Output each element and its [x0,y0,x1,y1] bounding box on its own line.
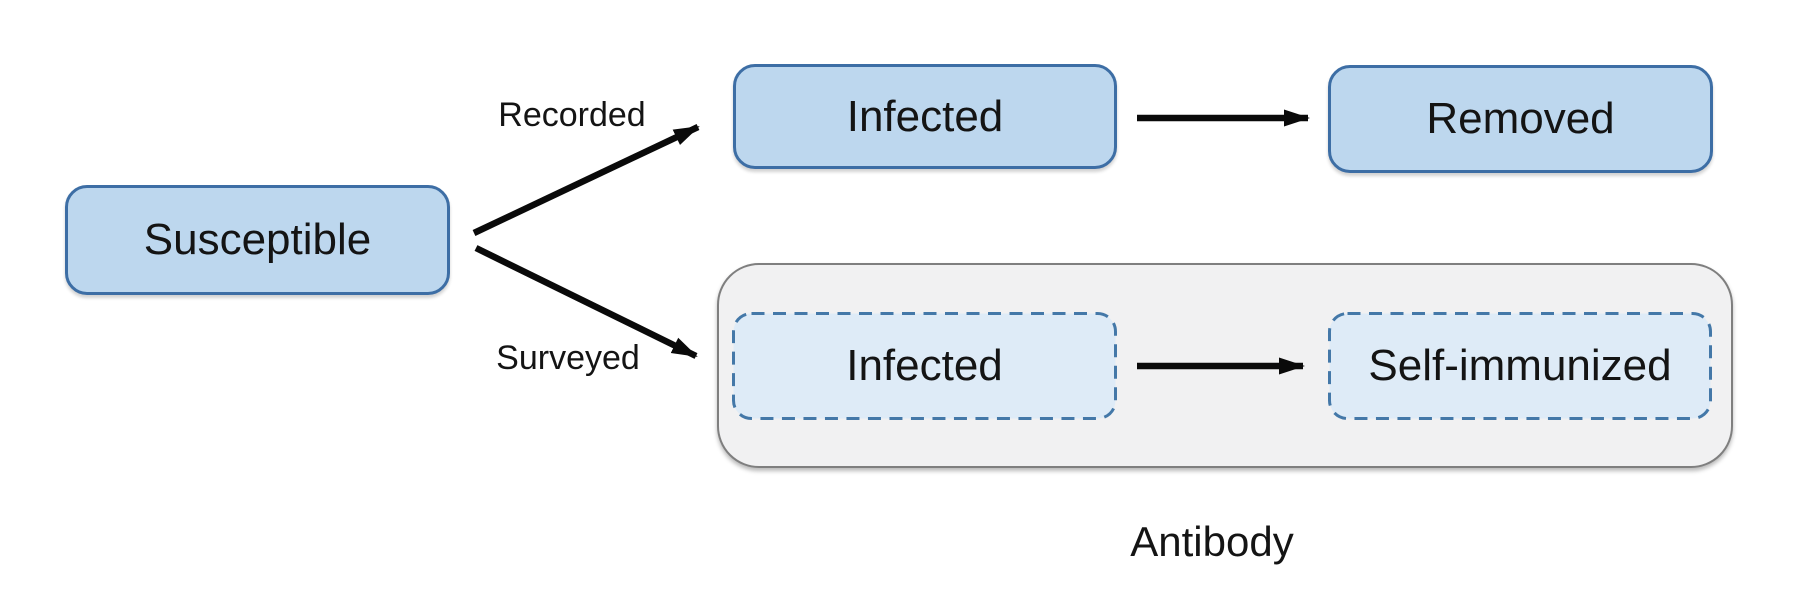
recorded-edge-label: Recorded [498,96,646,134]
self-immunized-node: Self-immunized [1328,312,1712,420]
recorded-arrow [472,124,700,236]
surveyed-edge-label: Surveyed [496,339,640,377]
removed-node-label: Removed [1426,94,1615,143]
infected-recorded-node-label: Infected [846,91,1004,141]
self-immunized-node-label: Self-immunized [1368,341,1672,390]
removed-node: Removed [1328,65,1713,173]
antibody-group-caption: Antibody [1130,518,1294,565]
infected-surveyed-node-label: Infected [846,341,1003,390]
susceptible-node: Susceptible [65,185,450,295]
susceptible-node-label: Susceptible [143,215,372,264]
infected-recorded-node: Infected [733,64,1117,169]
infected-surveyed-node: Infected [732,312,1117,420]
